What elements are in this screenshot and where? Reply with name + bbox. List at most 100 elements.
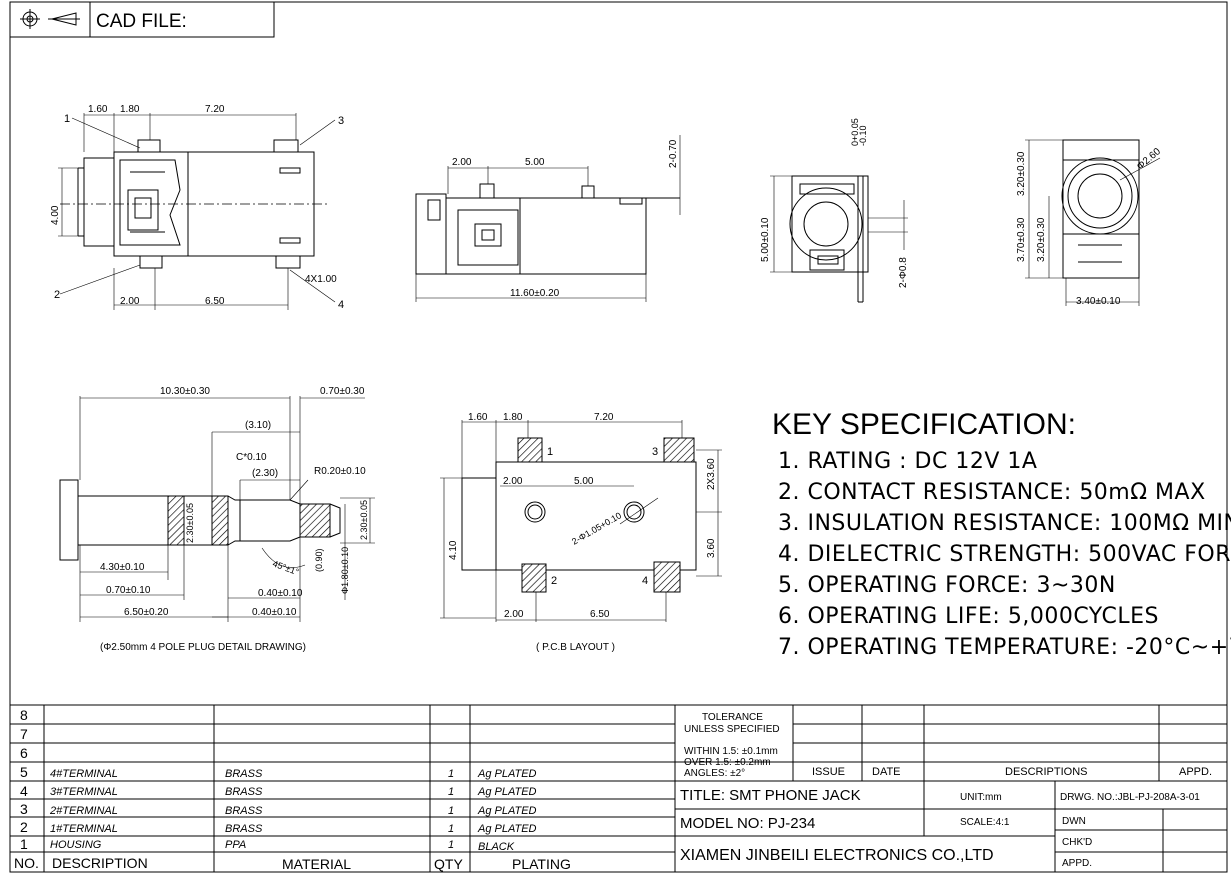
dim-pcb-3-60: 3.60 (706, 538, 717, 558)
dim-plug-45: 45°±1° (271, 558, 300, 577)
drawing-title: TITLE: SMT PHONE JACK (680, 787, 861, 804)
dim-pcb-6-50: 6.50 (590, 609, 610, 620)
bom-table (10, 704, 676, 872)
spec-item-7: 7. OPERATING TEMPERATURE: -20°C~+70°C (778, 635, 1231, 660)
dim-plug-0-70-top: 0.70±0.30 (320, 386, 365, 397)
tolerance-over: OVER 1.5: ±0.2mm (684, 757, 771, 768)
projection-symbol-icon (20, 9, 80, 29)
dim-pcb-2-00-bot: 2.00 (504, 609, 524, 620)
dim-1-80: 1.80 (120, 104, 140, 115)
callout-2: 2 (54, 289, 60, 301)
bom-mat-2: BRASS (225, 823, 263, 835)
bom-no-3: 3 (20, 801, 28, 817)
scale-label: SCALE:4:1 (960, 817, 1010, 828)
bom-mat-1: PPA (225, 839, 246, 851)
date-header: DATE (872, 766, 901, 778)
dwn-label: DWN (1062, 816, 1086, 827)
bom-qty-2: 1 (448, 823, 454, 835)
dim-front-5-00: 5.00±0.10 (760, 217, 771, 262)
spec-item-6: 6. OPERATING LIFE: 5,000CYCLES (778, 604, 1159, 629)
pad-4: 4 (642, 575, 648, 587)
key-specification: KEY SPECIFICATION: 1. RATING : DC 12V 1A… (772, 408, 1231, 660)
bom-mat-4: BRASS (225, 786, 263, 798)
pcb-caption: ( P.C.B LAYOUT ) (536, 642, 615, 653)
spec-item-3: 3. INSULATION RESISTANCE: 100MΩ MIN (778, 511, 1231, 536)
bom-header-qty: QTY (434, 856, 463, 872)
chkd-label: CHK'D (1062, 837, 1092, 848)
drawing-number: DRWG. NO.:JBL-PJ-208A-3-01 (1060, 792, 1200, 803)
bom-header-plating: PLATING (512, 856, 571, 872)
spec-title: KEY SPECIFICATION: (772, 408, 1076, 441)
title-block-text: TOLERANCE UNLESS SPECIFIED WITHIN 1.5: ±… (680, 712, 1212, 869)
dim-plug-0-70: 0.70±0.10 (106, 585, 151, 596)
dim-plug-2-30-v1: 2.30±0.05 (185, 503, 195, 543)
pad-2: 2 (551, 575, 557, 587)
callout-4: 4 (338, 299, 344, 311)
bom-no-5: 5 (20, 764, 28, 780)
company-name: XIAMEN JINBEILI ELECTRONICS CO.,LTD (680, 847, 994, 864)
top-view-labels: 1.60 1.80 7.20 4.00 2.00 6.50 4X1.00 1 2… (50, 104, 344, 311)
dim-pcb-5-00: 5.00 (574, 476, 594, 487)
bom-plat-2: Ag PLATED (477, 823, 537, 835)
spec-item-2: 2. CONTACT RESISTANCE: 50mΩ MAX (778, 480, 1206, 505)
bom-header-material: MATERIAL (282, 856, 351, 872)
dim-1-60: 1.60 (88, 104, 108, 115)
dim-pcb-2-00-top: 2.00 (503, 476, 523, 487)
dim-end-3-40: 3.40±0.10 (1076, 296, 1121, 307)
dim-4-00: 4.00 (50, 205, 61, 225)
dim-end-3-20b: 3.20±0.30 (1036, 217, 1047, 262)
pad-3: 3 (652, 446, 658, 458)
dim-side-11-60: 11.60±0.20 (510, 288, 560, 299)
bom-plat-1: BLACK (478, 841, 515, 853)
dim-7-20: 7.20 (205, 104, 225, 115)
appd-header: APPD. (1179, 766, 1212, 778)
dim-tol-top: 0+0.05 (850, 118, 860, 146)
dim-plug-2-30: (2.30) (252, 468, 278, 479)
bom-plat-3: Ag PLATED (477, 805, 537, 817)
dim-plug-4-30: 4.30±0.10 (100, 562, 145, 573)
sheet-border (9, 1, 1228, 873)
dim-plug-r0-20: R0.20±0.10 (314, 466, 366, 477)
bom-qty-3: 1 (448, 805, 454, 817)
bom-no-8: 8 (20, 707, 28, 723)
spec-item-4: 4. DIELECTRIC STRENGTH: 500VAC FOR 1Min (778, 542, 1231, 567)
unit-label: UNIT:mm (960, 792, 1002, 803)
dim-plug-2-30-v2: 2.30±0.05 (359, 500, 369, 540)
dim-side-5-00: 5.00 (525, 157, 545, 168)
bom-desc-3: 2#TERMINAL (49, 805, 118, 817)
plug-view (59, 396, 375, 622)
bom-qty-4: 1 (448, 786, 454, 798)
bom-text: 8 7 6 5 4#TERMINAL BRASS 1 Ag PLATED 4 3… (14, 707, 571, 872)
front-view (770, 175, 908, 303)
tolerance-subtitle: UNLESS SPECIFIED (684, 724, 780, 735)
bom-header-no: NO. (14, 855, 39, 871)
dim-side-2-0-70: 2-0.70 (668, 139, 679, 168)
bom-mat-5: BRASS (225, 768, 263, 780)
bom-desc-2: 1#TERMINAL (50, 823, 118, 835)
bom-qty-5: 1 (448, 768, 454, 780)
callout-1: 1 (64, 113, 70, 125)
tolerance-within: WITHIN 1.5: ±0.1mm (684, 746, 778, 757)
issue-header: ISSUE (812, 766, 845, 778)
spec-item-5: 5. OPERATING FORCE: 3~30N (778, 573, 1116, 598)
dim-end-3-20a: 3.20±0.30 (1016, 151, 1027, 196)
pad-1: 1 (547, 446, 553, 458)
top-view (58, 113, 336, 310)
title-block (675, 704, 1227, 872)
end-view (1025, 139, 1161, 306)
dim-6-50: 6.50 (205, 296, 225, 307)
bom-no-1: 1 (20, 836, 28, 852)
bom-desc-4: 3#TERMINAL (50, 786, 118, 798)
pcb-view (440, 420, 722, 622)
dim-pcb-7-20: 7.20 (594, 412, 614, 423)
dim-plug-0-40b: 0.40±0.10 (252, 607, 297, 618)
descriptions-header: DESCRIPTIONS (1005, 766, 1088, 778)
dim-side-2-00: 2.00 (452, 157, 472, 168)
dim-front-0-8: 2-Φ0.8 (898, 257, 909, 288)
tolerance-angles: ANGLES: ±2° (684, 768, 745, 779)
spec-item-1: 1. RATING : DC 12V 1A (778, 449, 1037, 474)
front-view-labels: 0+0.05 -0.10 5.00±0.10 2-Φ0.8 (760, 118, 909, 288)
dim-pcb-2x3-60: 2X3.60 (706, 458, 717, 490)
side-view-labels: 2.00 5.00 2-0.70 11.60±0.20 (452, 139, 679, 299)
